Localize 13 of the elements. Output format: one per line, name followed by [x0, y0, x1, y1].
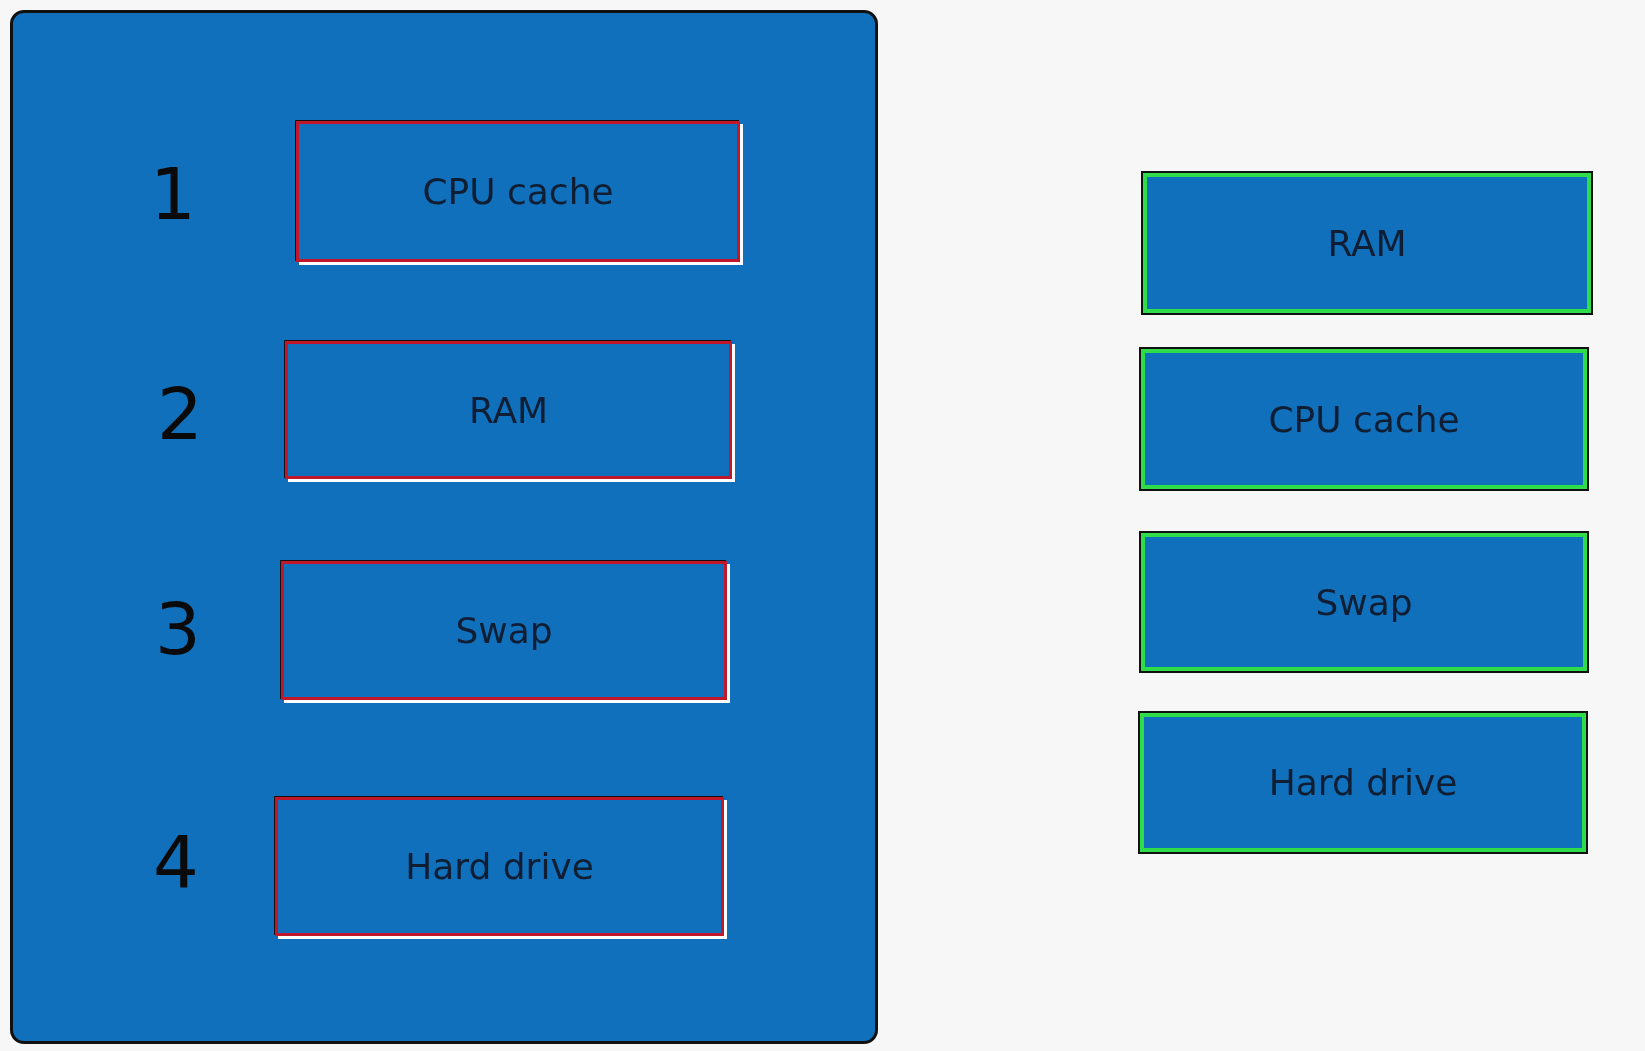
drag-item-box: CPU cache: [1141, 349, 1587, 489]
step-number: 3: [155, 587, 201, 671]
card-background: [10, 10, 878, 1044]
step-number: 4: [153, 820, 199, 904]
drop-target-box: CPU cache: [296, 121, 740, 262]
step-number: 2: [157, 372, 203, 456]
drop-target-box: RAM: [285, 341, 732, 479]
drop-target-box: Hard drive: [275, 797, 724, 936]
drag-item-box: RAM: [1143, 173, 1591, 313]
drag-item-box: Swap: [1141, 533, 1587, 671]
drag-item-box: Hard drive: [1140, 713, 1586, 852]
step-number: 1: [150, 152, 196, 236]
drop-target-box: Swap: [281, 561, 727, 700]
